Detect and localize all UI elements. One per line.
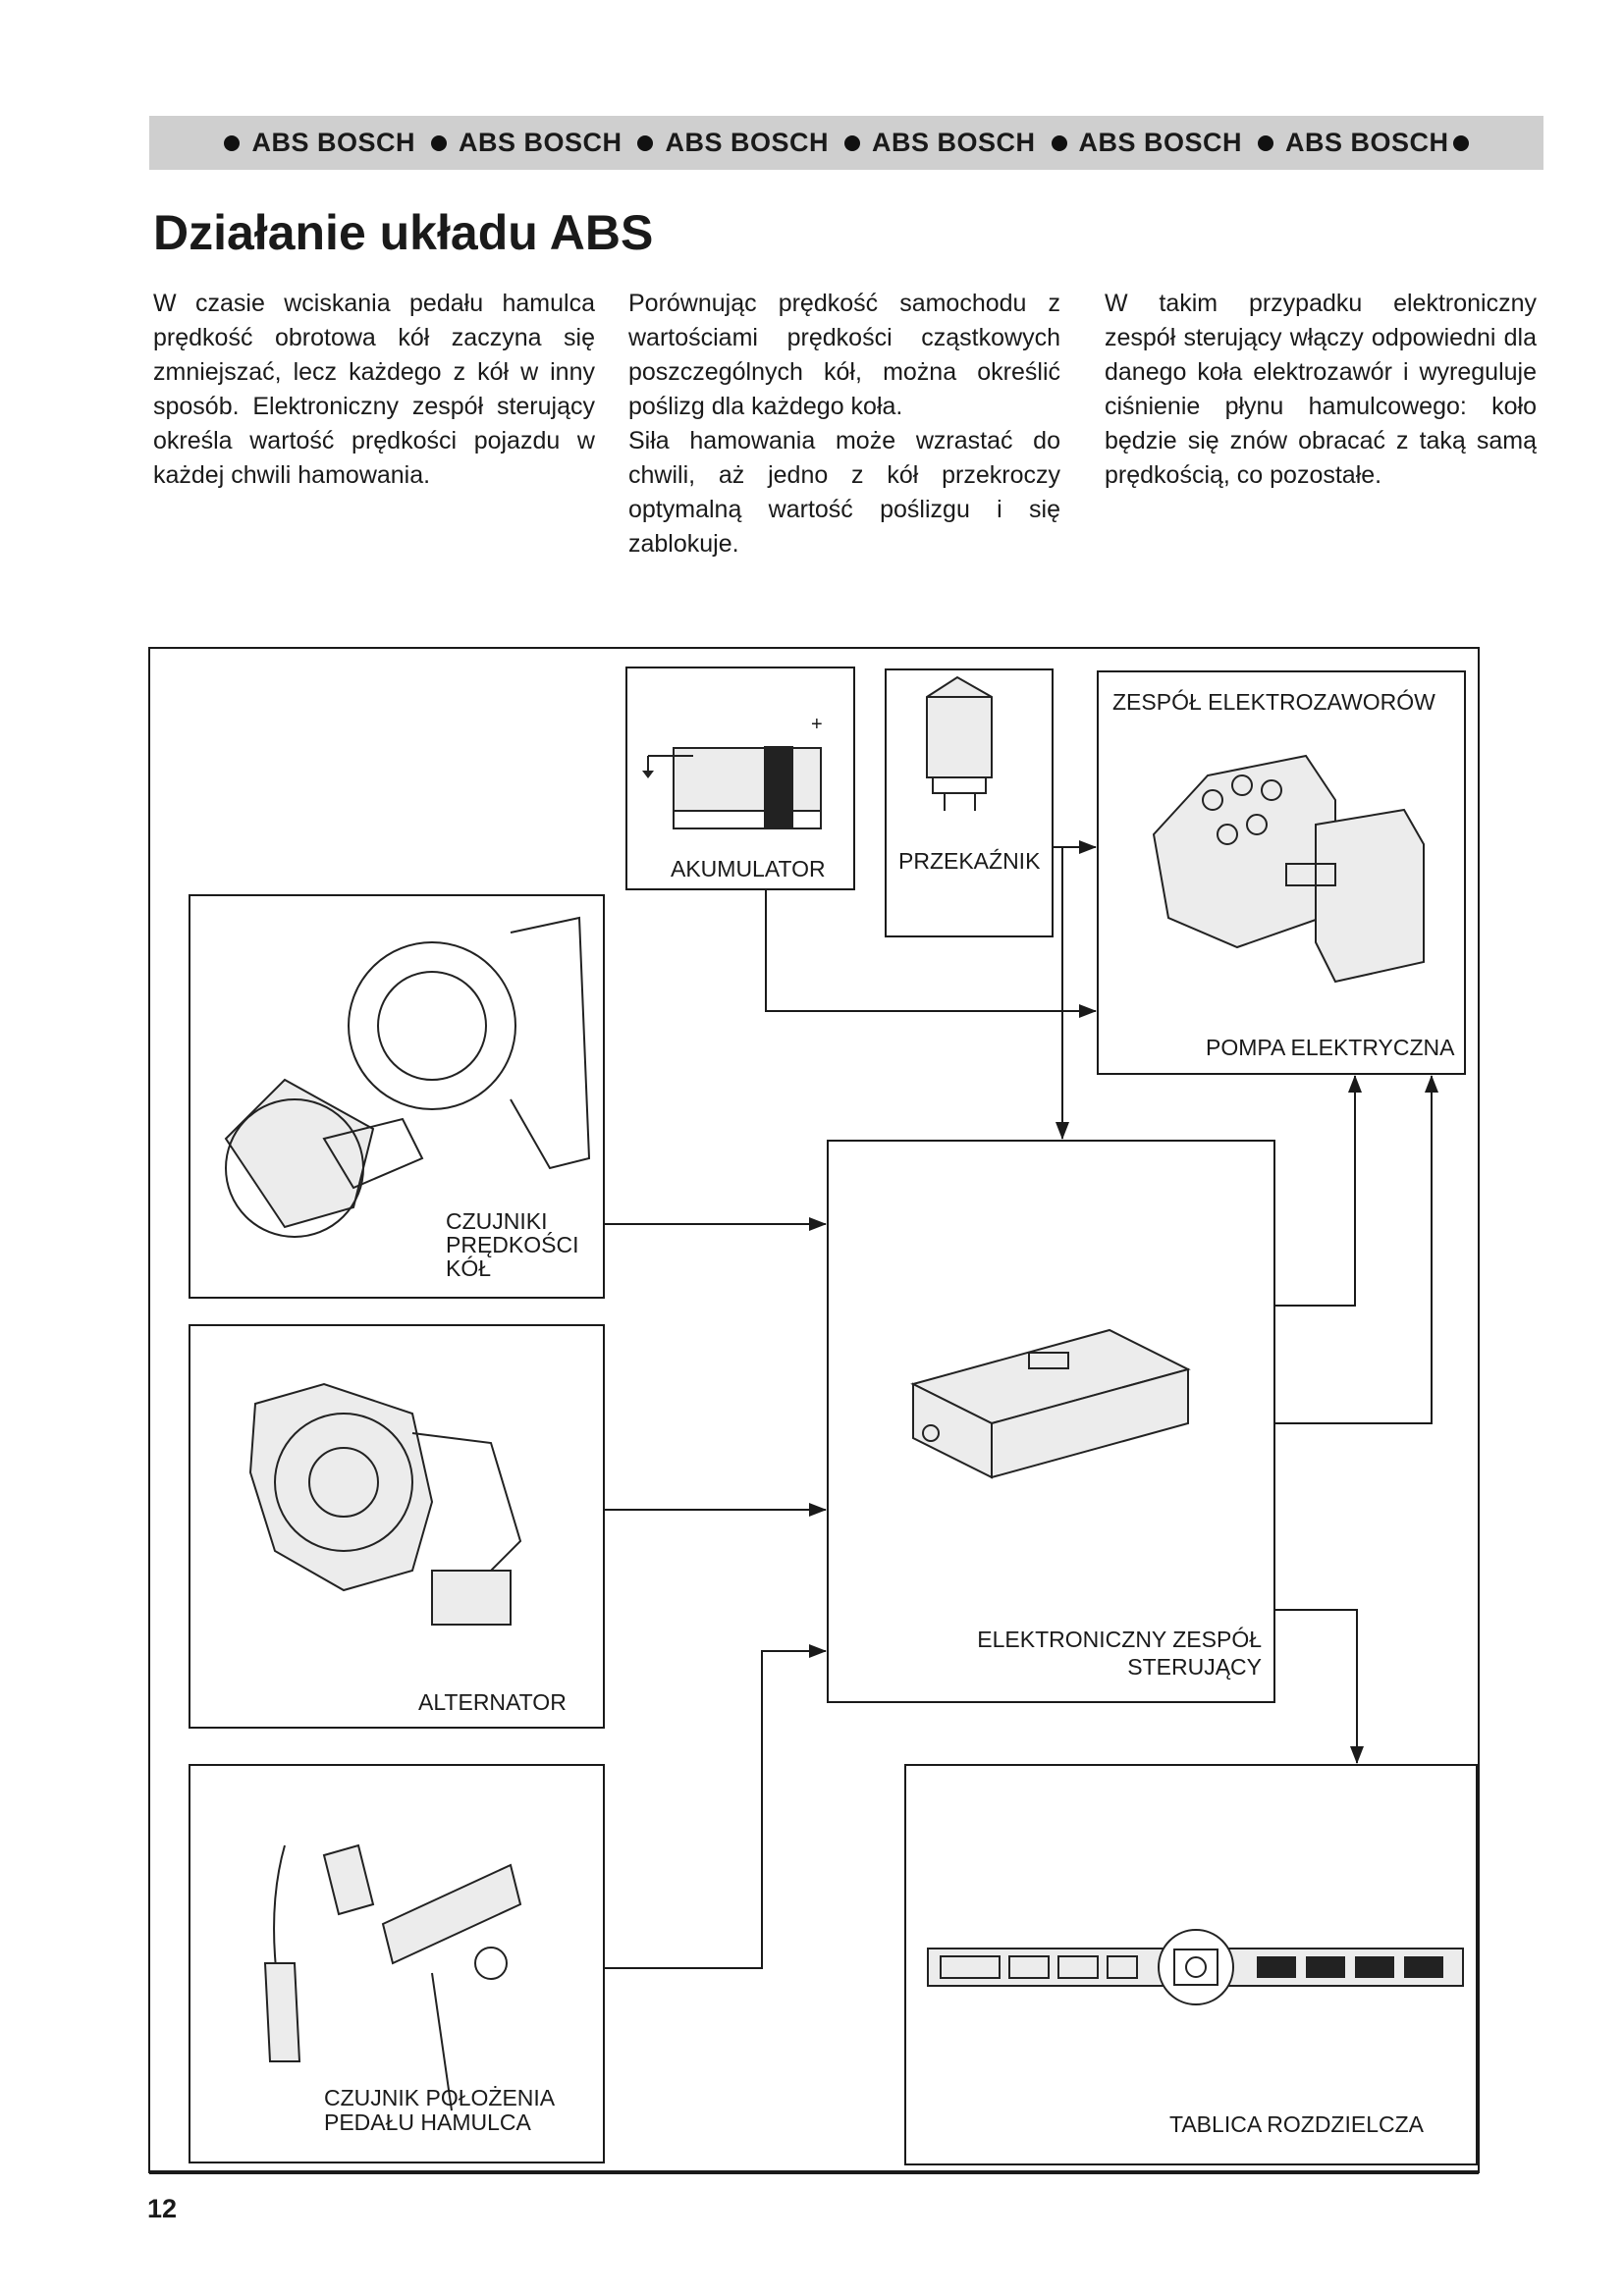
tablica-label: TABLICA ROZDZIELCZA — [1169, 2111, 1425, 2137]
bullet-icon — [1258, 134, 1274, 151]
bullet-icon — [1051, 134, 1067, 151]
dashboard-warning-panel-icon — [927, 1929, 1464, 2005]
text-column-1: W czasie wciskania pedału hamulca prędko… — [153, 290, 595, 489]
text-column-3: W takim przypadku elektroniczny zespół s… — [1105, 290, 1537, 489]
ecu-module-icon — [910, 1328, 1191, 1479]
page-title: Działanie układu ABS — [153, 205, 654, 260]
czujniki-label-3: KÓŁ — [446, 1255, 491, 1281]
zespol-label: ZESPÓŁ ELEKTROZAWORÓW — [1112, 689, 1435, 715]
przekaznik-box — [885, 668, 1054, 937]
czujniki-box — [189, 894, 605, 1299]
pompa-label: POMPA ELEKTRYCZNA — [1206, 1035, 1455, 1060]
valve-block-icon — [1152, 754, 1425, 984]
przekaznik-label: PRZEKAŹNIK — [898, 848, 1041, 874]
pedal-label-1: CZUJNIK POŁOŻENIA — [324, 2085, 556, 2110]
czujniki-label-2: PRĘDKOŚCI — [446, 1231, 578, 1257]
ecu-label-1: ELEKTRONICZNY ZESPÓŁ — [977, 1627, 1262, 1652]
banner-item: ABS BOSCH — [1258, 128, 1469, 158]
banner-item: ABS BOSCH — [844, 128, 1036, 158]
pedal-label-2: PEDAŁU HAMULCA — [324, 2109, 532, 2135]
bullet-icon — [430, 134, 447, 151]
ecu-label-2: STERUJĄCY — [1127, 1654, 1262, 1680]
pedal-sensor-box — [189, 1764, 605, 2163]
connections — [604, 840, 1438, 1969]
alternator-label: ALTERNATOR — [418, 1689, 567, 1715]
bullet-icon — [1452, 134, 1469, 151]
battery-icon: + — [642, 714, 823, 829]
banner-item: ABS BOSCH — [430, 128, 623, 158]
banner-item: ABS BOSCH — [224, 128, 415, 158]
banner-item: ABS BOSCH — [1051, 128, 1243, 158]
bullet-icon — [224, 134, 241, 151]
bullet-icon — [637, 134, 654, 151]
akumulator-label: AKUMULATOR — [671, 856, 826, 881]
header-banner: ABS BOSCH ABS BOSCH ABS BOSCH ABS BOSCH … — [149, 116, 1543, 170]
alternator-icon — [248, 1382, 522, 1626]
czujniki-label-1: CZUJNIKI — [446, 1208, 548, 1234]
wheel-sensor-icon — [224, 916, 591, 1238]
relay-icon — [926, 675, 993, 811]
text-column-2: Porównując prędkość samochodu z wartości… — [628, 290, 1060, 558]
bullet-icon — [844, 134, 860, 151]
pedal-sensor-icon — [263, 1843, 522, 2111]
banner-item: ABS BOSCH — [637, 128, 829, 158]
svg-text:+: + — [811, 714, 823, 735]
page-number: 12 — [147, 2194, 178, 2223]
